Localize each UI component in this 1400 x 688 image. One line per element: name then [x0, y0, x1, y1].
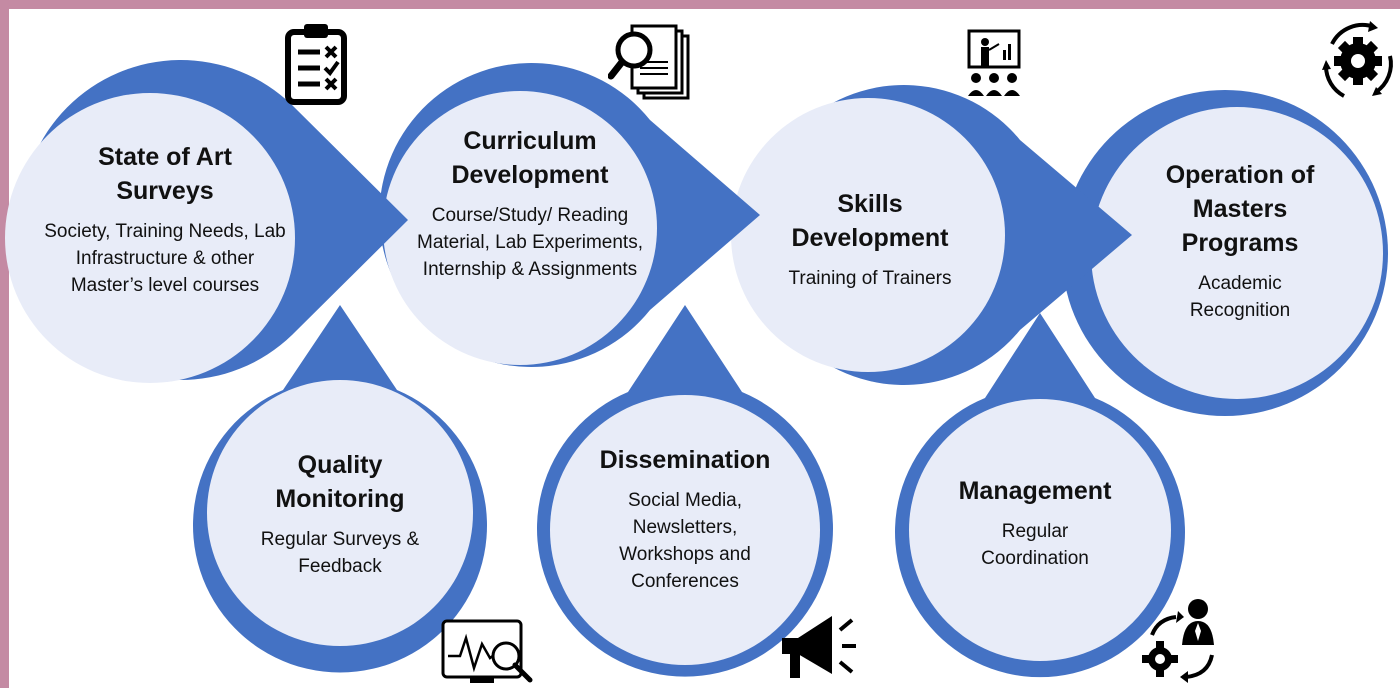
operation-shape: [1062, 90, 1388, 416]
state-of-art-shape: [5, 60, 409, 383]
support-quality-monitoring: Quality Monitoring Regular Surveys & Fee…: [225, 448, 455, 580]
support-description: Social Media, Newsletters, Workshops and…: [619, 490, 751, 592]
manager-cycle-icon: [1142, 599, 1214, 683]
stage-operation-masters: Operation of Masters Programs Academic R…: [1120, 158, 1360, 324]
stage-title: Operation of Masters Programs: [1165, 161, 1315, 257]
stage-description: Academic Recognition: [1189, 273, 1291, 321]
quality-monitoring-shape: [193, 305, 487, 673]
management-shape: [895, 313, 1185, 678]
presentation-icon: [967, 29, 1021, 96]
support-title: Management: [958, 477, 1112, 505]
stage-title: Curriculum Development: [451, 127, 609, 189]
support-description: Regular Coordination: [981, 521, 1089, 569]
support-dissemination: Dissemination Social Media, Newsletters,…: [570, 443, 800, 595]
support-management: Management Regular Coordination: [925, 474, 1145, 572]
stage-description: Course/Study/ Reading Material, Lab Expe…: [417, 205, 643, 280]
gear-cycle-icon: [1322, 21, 1393, 98]
skills-development-shape: [731, 85, 1132, 385]
stage-description: Training of Trainers: [788, 268, 952, 289]
curriculum-development-shape: [379, 63, 760, 368]
stage-title: State of Art Surveys: [98, 143, 232, 205]
stage-curriculum-development: Curriculum Development Course/Study/ Rea…: [405, 124, 655, 283]
support-description: Regular Surveys & Feedback: [260, 529, 420, 577]
megaphone-icon: [782, 616, 856, 678]
stage-skills-development: Skills Development Training of Trainers: [755, 187, 985, 292]
document-search-icon: [608, 24, 690, 100]
stage-title: Skills Development: [791, 190, 949, 252]
monitor-analysis-icon: [441, 619, 533, 683]
stage-state-of-art: State of Art Surveys Society, Training N…: [20, 140, 310, 299]
support-title: Dissemination: [599, 446, 771, 474]
stage-description: Society, Training Needs, Lab Infrastruct…: [44, 221, 286, 296]
support-title: Quality Monitoring: [275, 451, 405, 513]
checklist-icon: [285, 24, 347, 105]
dissemination-shape: [537, 305, 833, 677]
